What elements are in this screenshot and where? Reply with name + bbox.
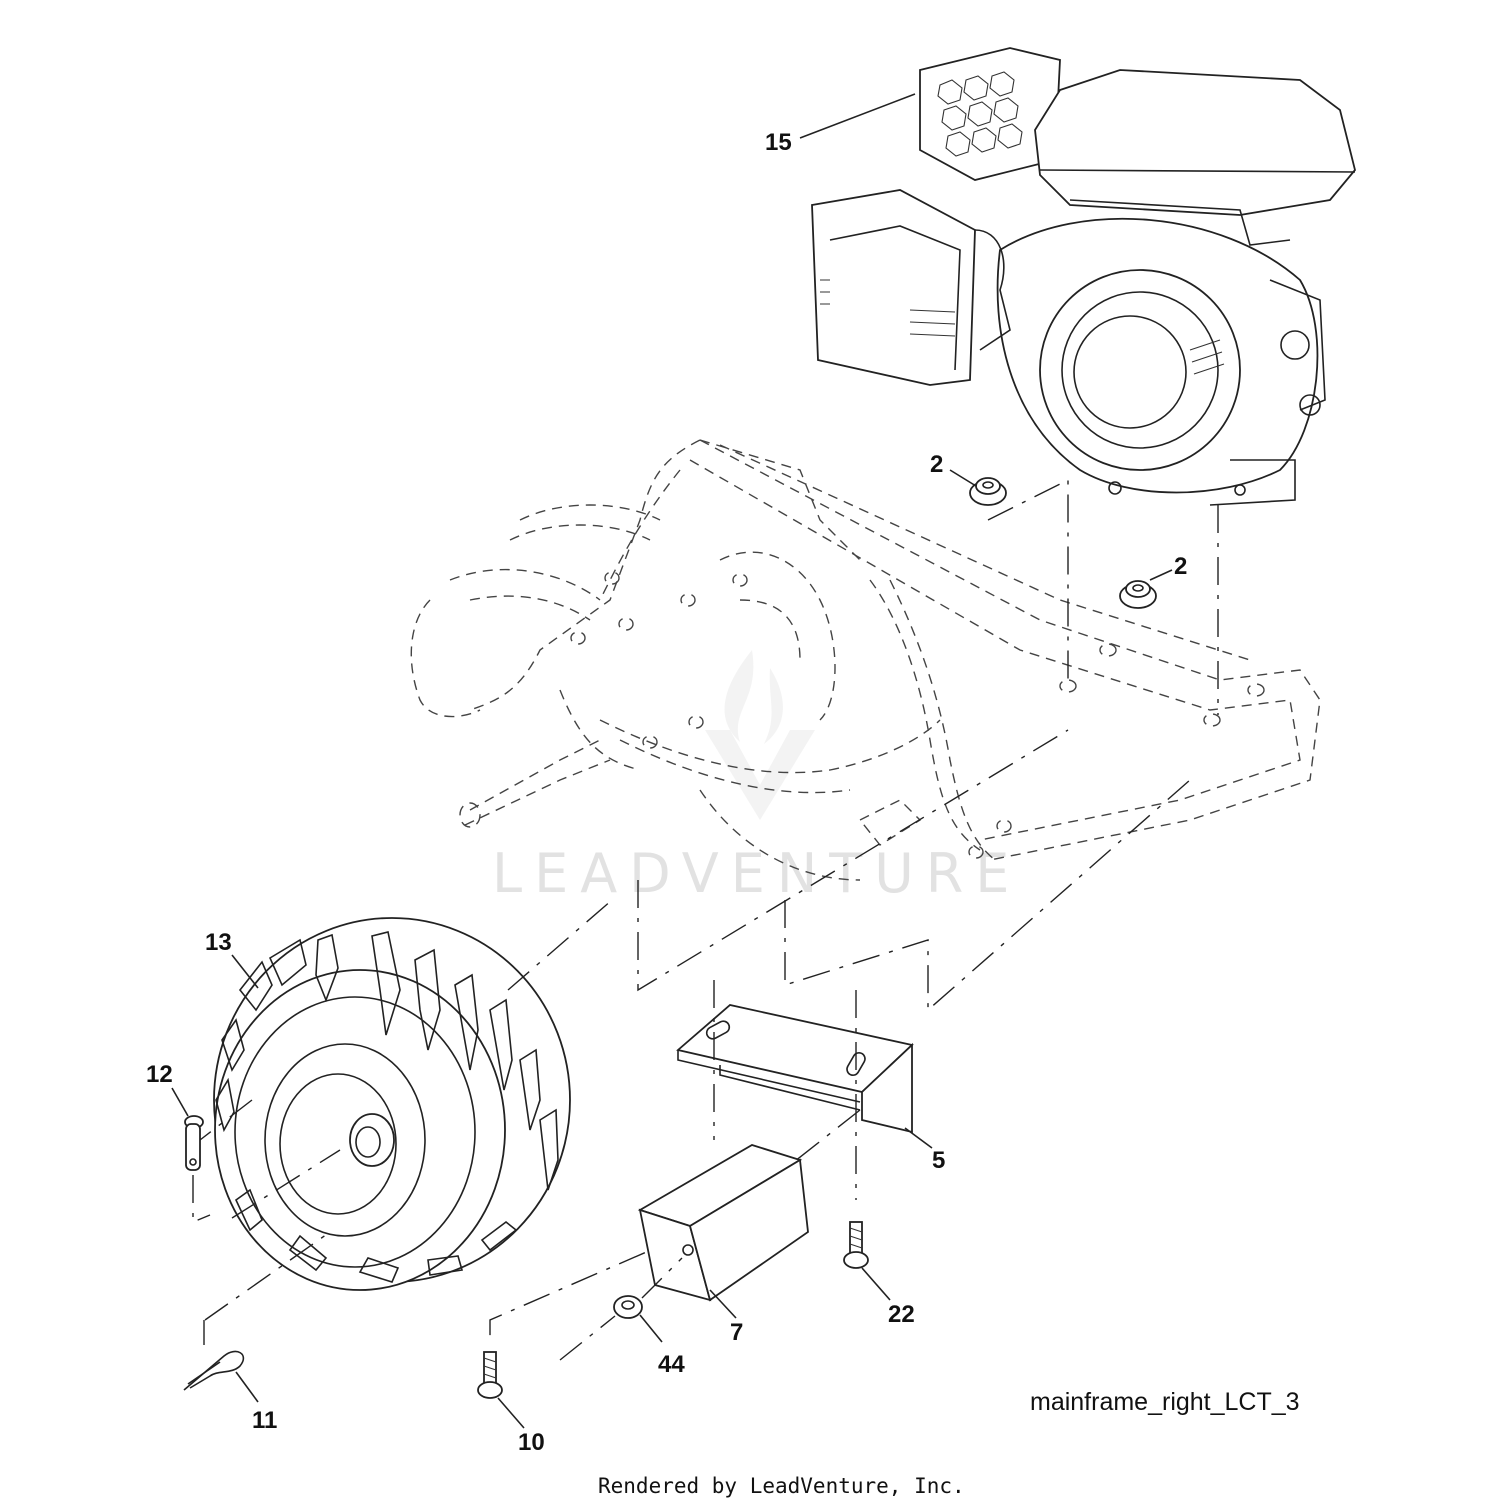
leader-line: [904, 1127, 933, 1149]
mounting-bracket: [676, 1004, 914, 1134]
callout-7: 7: [730, 1319, 743, 1346]
watermark: LEADVENTURE: [492, 650, 1021, 905]
flange-nut-right: [1119, 580, 1157, 609]
callout-12: 12: [146, 1061, 173, 1088]
wheel: [213, 917, 571, 1291]
watermark-logo-icon: [705, 650, 815, 820]
bolt-right: [843, 1221, 869, 1269]
hex-nut: [613, 1295, 643, 1319]
clevis-pin: [184, 1115, 204, 1171]
callout-15: 15: [765, 129, 792, 156]
callout-2-right: 2: [1174, 553, 1187, 580]
credit-line: Rendered by LeadVenture, Inc.: [598, 1474, 965, 1498]
wheel-weight: [637, 1144, 809, 1302]
assembly-line: [641, 1257, 683, 1299]
leader-line: [861, 1267, 891, 1301]
callout-5: 5: [932, 1147, 945, 1174]
leader-line: [949, 469, 977, 487]
hairpin-clip: [183, 1350, 245, 1391]
flange-nut-left: [969, 477, 1007, 506]
assembly-line: [637, 729, 1069, 992]
leader-line: [235, 1371, 259, 1403]
callout-2-left: 2: [930, 451, 943, 478]
leader-line: [799, 93, 916, 139]
leader-line: [1149, 569, 1173, 581]
callout-11: 11: [252, 1407, 277, 1434]
callout-13: 13: [205, 929, 232, 956]
assembly-line: [231, 1149, 341, 1219]
assembly-line: [559, 1315, 616, 1361]
assembly-line: [199, 1099, 253, 1141]
assembly-line: [204, 1231, 331, 1321]
tiller-frame-outline: [410, 439, 1321, 881]
assembly-line: [489, 1109, 861, 1340]
bolt-left: [477, 1351, 503, 1399]
leader-line: [639, 1314, 663, 1343]
leader-line: [497, 1397, 525, 1429]
leader-line: [171, 1087, 189, 1117]
callout-10: 10: [518, 1429, 545, 1456]
assembly-line: [987, 478, 1069, 680]
diagram-reference: mainframe_right_LCT_3: [1030, 1388, 1300, 1416]
tire-tread: [215, 931, 559, 1283]
leader-line: [231, 954, 259, 989]
callout-44: 44: [658, 1351, 685, 1378]
callout-22: 22: [888, 1301, 915, 1328]
engine: [811, 47, 1356, 506]
leader-line: [709, 1289, 737, 1319]
assembly-line: [784, 779, 1191, 1012]
watermark-text: LEADVENTURE: [492, 842, 1021, 905]
assembly-line: [507, 899, 613, 991]
assembly-line: [192, 1175, 211, 1224]
air-filter-grille: [937, 71, 1023, 157]
